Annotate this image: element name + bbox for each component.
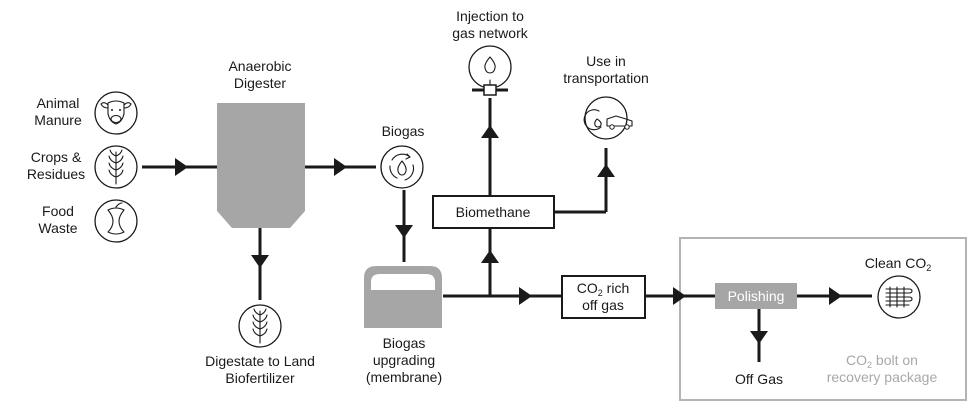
arrow-right	[829, 287, 842, 305]
gas-valve-flame-icon	[468, 45, 512, 96]
package-line2-label: recovery package	[827, 369, 938, 385]
co2-rich-off-gas-box	[561, 275, 646, 319]
biomethane-label: Biomethane	[456, 204, 531, 220]
arrow-up	[597, 164, 615, 177]
polishing-label: Polishing	[728, 288, 785, 304]
arrow-down	[750, 331, 768, 344]
biogas-flame-recycle-icon	[380, 145, 424, 189]
wheat-icon	[238, 304, 282, 348]
anaerobic-digester-vessel	[217, 103, 305, 228]
wheat-icon	[94, 145, 138, 189]
off-gas-line2-label: off gas	[582, 297, 624, 313]
package-label: CO2 bolt on	[846, 352, 918, 370]
arrow-up	[481, 250, 499, 263]
biomethane-box	[432, 195, 555, 229]
off-gas-label: Off Gas	[735, 371, 783, 387]
arrow-right	[519, 287, 532, 305]
polishing-box	[715, 283, 797, 309]
car-flame-icon	[583, 96, 633, 140]
membrane-upgrading-vessel	[364, 266, 442, 328]
arrow-right	[334, 158, 347, 176]
cow-icon	[94, 91, 138, 135]
arrow-down	[395, 225, 413, 238]
clean-co2-label: Clean CO2	[865, 255, 931, 273]
co2-rich-label: CO2 rich	[577, 280, 629, 298]
arrow-right	[175, 158, 188, 176]
co2-cylinders-icon	[877, 275, 921, 319]
recovery-package-frame	[679, 237, 967, 401]
arrow-right	[673, 287, 686, 305]
crops-residues-label: Crops &Residues	[27, 149, 85, 182]
biogas-label: Biogas	[382, 123, 425, 139]
arrow-up	[481, 125, 499, 138]
apple-core-icon	[94, 199, 138, 243]
flow-arrowheads	[175, 125, 842, 344]
arrow-down	[251, 255, 269, 268]
